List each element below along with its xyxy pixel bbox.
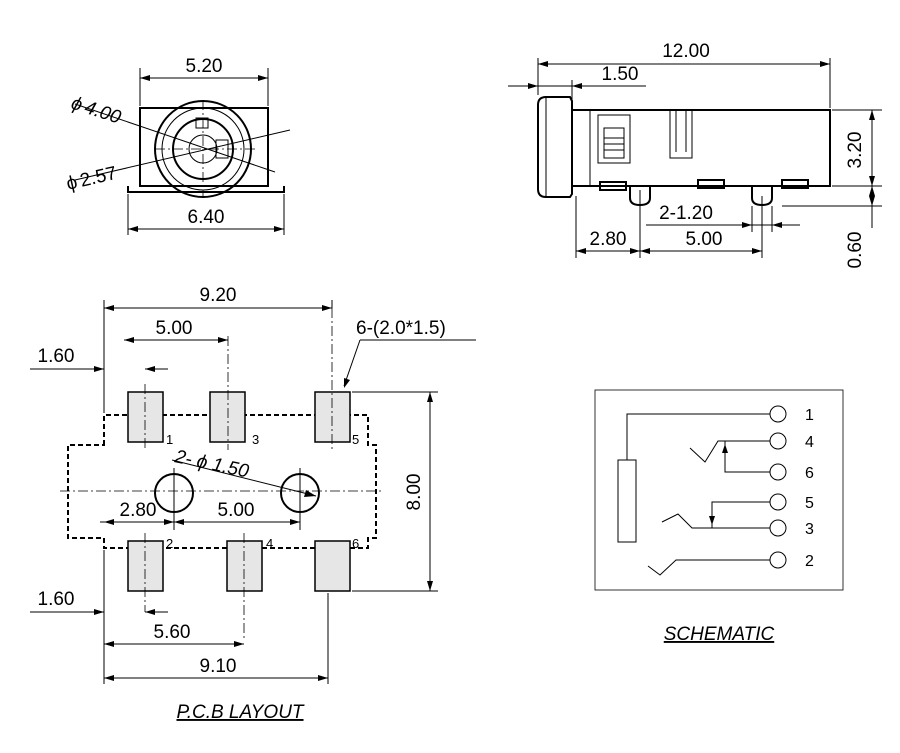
jack-body — [617, 459, 637, 543]
dim-pad-pitch-top: 5.00 — [156, 318, 193, 339]
pad-4 — [226, 540, 263, 592]
dim-hole-spacing: 5.00 — [218, 500, 255, 521]
schematic-frame — [594, 389, 844, 591]
pin-number: 3 — [252, 432, 259, 447]
dim-height: 3.20 — [845, 132, 866, 169]
dim-peg-diameter: 2-1.20 — [659, 203, 713, 224]
pad-2 — [127, 540, 164, 592]
pin-number: 2 — [166, 536, 173, 551]
dim-front-offset: 1.50 — [602, 64, 639, 85]
schematic-pin: 1 — [805, 407, 814, 424]
schematic-pin: 2 — [805, 553, 814, 570]
dim-overall-top: 9.20 — [200, 285, 237, 306]
dim-pad-pitch-bottom: 5.60 — [154, 622, 191, 643]
pad-1 — [127, 391, 164, 443]
pin-number: 5 — [352, 432, 359, 447]
dim-length: 12.00 — [662, 41, 710, 62]
pad-5 — [314, 391, 351, 443]
dim-pcb-height: 8.00 — [404, 474, 425, 511]
pad-3 — [209, 391, 246, 443]
dim-peg-spacing: 5.00 — [686, 229, 723, 250]
dim-peg-offset: 2.80 — [590, 229, 627, 250]
schematic-pin: 3 — [805, 521, 814, 538]
pin-number: 4 — [266, 536, 273, 551]
dim-left-offset-bottom: 1.60 — [38, 589, 75, 610]
dim-outer-diameter: 4.00 — [82, 97, 124, 129]
front-view: 5.20 6.40 ϕ 4.00 ϕ 2.57 — [64, 56, 291, 235]
dim-width-top: 5.20 — [186, 56, 223, 77]
schematic-pin: 4 — [805, 434, 814, 451]
front-flange — [537, 96, 573, 198]
front-feet — [127, 186, 285, 193]
dim-hole-offset: 2.80 — [120, 500, 157, 521]
phi-symbol: ϕ — [64, 172, 79, 195]
footprint-outline — [67, 414, 377, 549]
dim-width-bottom: 6.40 — [188, 207, 225, 228]
pin-number: 1 — [166, 432, 173, 447]
pad-6 — [314, 540, 351, 592]
pad-note: 6-(2.0*1.5) — [356, 318, 446, 339]
dim-peg-height: 0.60 — [845, 232, 866, 269]
dim-overall-bottom: 9.10 — [200, 656, 237, 677]
schematic: 1 4 6 5 3 2 SCHEMATIC — [594, 389, 844, 645]
schematic-pin: 6 — [805, 465, 814, 482]
pin-number: 6 — [352, 536, 359, 551]
side-body — [571, 109, 831, 187]
side-view: 12.00 1.50 3.20 0.60 2-1.20 — [508, 41, 882, 268]
pcb-layout: 1 3 5 2 4 6 9.20 5.00 6-(2.0*1.5) 1.60 2… — [30, 285, 476, 723]
pcb-caption: P.C.B LAYOUT — [176, 702, 304, 723]
schematic-pin: 5 — [805, 495, 814, 512]
schematic-caption: SCHEMATIC — [664, 624, 775, 645]
dim-left-offset-top: 1.60 — [38, 346, 75, 367]
dim-inner-diameter: 2.57 — [78, 163, 119, 192]
